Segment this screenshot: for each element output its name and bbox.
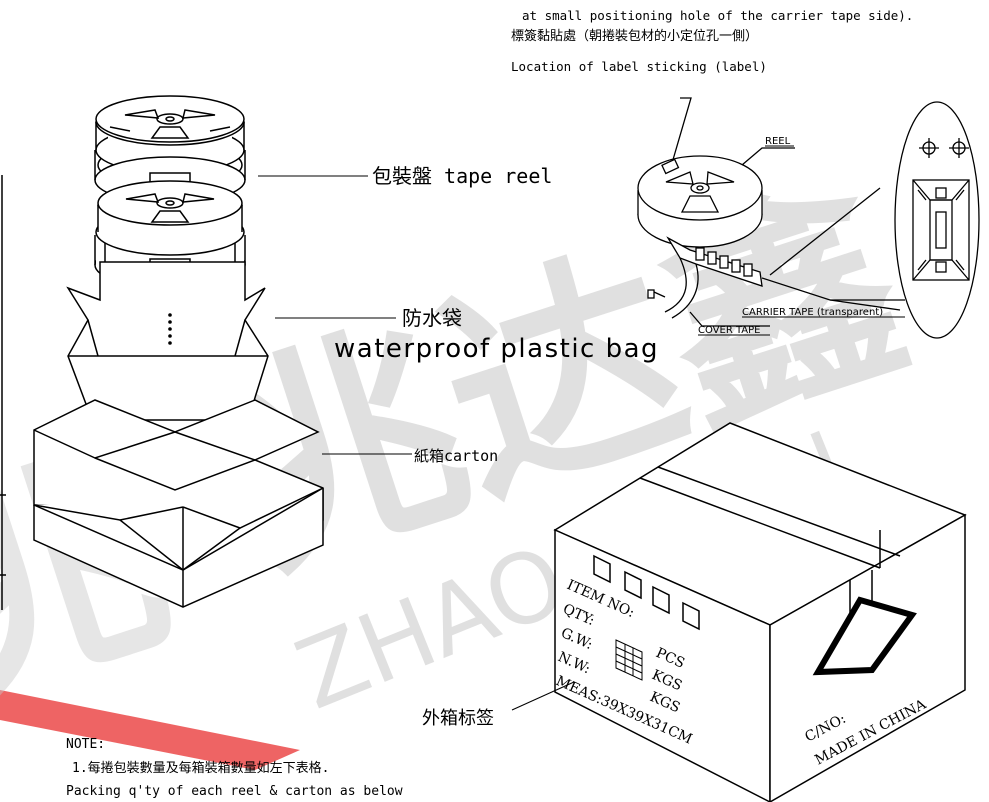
outer-label-text: 外箱标签: [422, 708, 494, 729]
tape-pockets: [695, 247, 753, 277]
pocket-detail-oval: [894, 101, 980, 339]
note-line1: 1.每捲包裝數量及每箱裝箱數量如左下表格.: [72, 760, 329, 776]
watermark-red-streak: [0, 690, 300, 770]
reel-detail: [637, 97, 905, 327]
carrier-tape-text: CARRIER TAPE (transparent): [742, 307, 883, 318]
note-heading: NOTE:: [66, 737, 105, 752]
top-note-line3: Location of label sticking (label): [511, 59, 767, 74]
label-checkboxes: [593, 554, 700, 631]
left-frame: [0, 175, 6, 610]
bag-dots: [168, 313, 172, 345]
top-note-line1: at small positioning hole of the carrier…: [522, 8, 913, 23]
label-grid: [615, 639, 643, 681]
closed-carton: [553, 422, 967, 802]
cover-tape-text: COVER TAPE: [698, 325, 761, 336]
waterproof-bag: [66, 261, 269, 421]
reel-text: REEL: [765, 136, 791, 147]
tape-reel-label: 包裝盤 tape reel: [372, 164, 552, 188]
bag-label-en: waterproof plastic bag: [334, 334, 659, 364]
left-callouts: [258, 175, 412, 455]
carton-label: 紙箱carton: [414, 447, 498, 465]
reel-second: [94, 180, 246, 289]
top-note-line2: 標簽黏貼處（朝捲裝包材的小定位孔一側）: [511, 28, 758, 44]
reel-top: [94, 95, 246, 204]
bag-label-cn: 防水袋: [402, 306, 462, 330]
note-line2: Packing q'ty of each reel & carton as be…: [66, 784, 403, 799]
open-carton: [33, 399, 324, 608]
